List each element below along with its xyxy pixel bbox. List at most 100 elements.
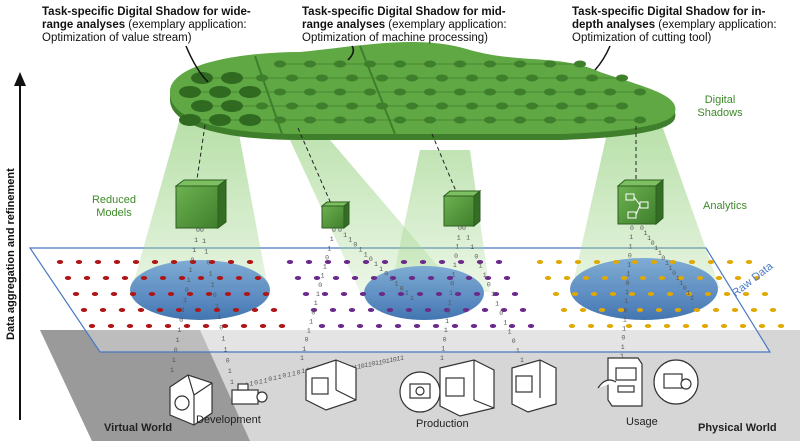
raw-data-point xyxy=(568,324,576,328)
raw-data-point xyxy=(688,260,696,264)
raw-data-point xyxy=(432,324,440,328)
binary-digit: 1 xyxy=(495,300,499,307)
binary-digit: 1 xyxy=(491,291,495,298)
raw-data-point xyxy=(650,260,658,264)
raw-data-point xyxy=(761,292,769,296)
raw-data-point xyxy=(83,276,91,280)
network-node xyxy=(239,86,261,98)
raw-data-point xyxy=(110,292,118,296)
binary-digit: 1 xyxy=(187,277,191,284)
binary-digit: 1 xyxy=(224,346,228,353)
binary-digit: 1 xyxy=(389,357,393,364)
raw-data-point xyxy=(370,276,378,280)
binary-digit: 1 xyxy=(665,260,669,267)
raw-data-point xyxy=(151,260,159,264)
raw-data-point xyxy=(644,324,652,328)
network-node xyxy=(304,116,316,124)
binary-digit: 1 xyxy=(644,230,648,237)
binary-digit: 0 xyxy=(630,225,634,232)
raw-data-point xyxy=(56,260,64,264)
binary-digit: 0 xyxy=(474,253,478,260)
binary-digit: 1 xyxy=(625,289,629,296)
virtual-world-label: Virtual World xyxy=(104,422,173,434)
raw-data-point xyxy=(362,260,370,264)
raw-data-point xyxy=(99,308,107,312)
binary-digit: 1 xyxy=(410,295,414,302)
raw-data-point xyxy=(685,292,693,296)
binary-digit: 0 xyxy=(206,260,210,267)
binary-digit: 1 xyxy=(457,234,461,241)
binary-digit: 1 xyxy=(300,355,304,362)
network-node xyxy=(526,74,538,82)
binary-digit: 1 xyxy=(204,249,208,256)
digital-shadows-label: Digital Shadows xyxy=(697,94,743,119)
network-node xyxy=(586,102,598,110)
network-node xyxy=(346,74,358,82)
raw-data-point xyxy=(240,324,248,328)
raw-data-point xyxy=(246,260,254,264)
binary-digit: 0 xyxy=(338,227,342,234)
network-node xyxy=(424,116,436,124)
binary-digit: 1 xyxy=(357,364,361,371)
raw-data-point xyxy=(132,260,140,264)
raw-data-point xyxy=(88,324,96,328)
raw-data-point xyxy=(102,276,110,280)
binary-digit: 1 xyxy=(348,237,352,244)
network-node xyxy=(604,116,616,124)
annotation-deep-title: Task-specific Digital Shadow for in-dept… xyxy=(572,6,766,31)
raw-data-point xyxy=(424,308,432,312)
network-node xyxy=(454,116,466,124)
raw-data-point xyxy=(527,324,535,328)
raw-data-point xyxy=(213,308,221,312)
binary-digit: 1 xyxy=(194,237,198,244)
raw-data-point xyxy=(511,292,519,296)
raw-data-point xyxy=(484,276,492,280)
binary-digit: 0 xyxy=(499,310,503,317)
binary-digit: 1 xyxy=(176,337,180,344)
raw-data-point xyxy=(601,276,609,280)
network-node xyxy=(364,88,376,96)
binary-digit: 1 xyxy=(264,377,268,384)
raw-data-point xyxy=(508,324,516,328)
network-node xyxy=(304,88,316,96)
raw-data-point xyxy=(259,324,267,328)
raw-data-point xyxy=(129,292,137,296)
binary-digit: 0 xyxy=(651,240,655,247)
raw-data-point xyxy=(476,260,484,264)
binary-digit: 1 xyxy=(364,251,368,258)
binary-digit: 1 xyxy=(249,381,253,388)
raw-data-point xyxy=(302,292,310,296)
raw-data-point xyxy=(609,292,617,296)
binary-digit: 1 xyxy=(516,348,520,355)
raw-data-point xyxy=(462,308,470,312)
raw-data-point xyxy=(590,292,598,296)
raw-data-point xyxy=(189,260,197,264)
binary-digit: 1 xyxy=(623,316,627,323)
raw-data-point xyxy=(625,324,633,328)
raw-data-point xyxy=(348,308,356,312)
binary-digit: 1 xyxy=(309,318,313,325)
raw-data-point xyxy=(394,324,402,328)
binary-digit: 1 xyxy=(520,357,524,364)
annotation-mid-desc: (exemplary application: Optimization of … xyxy=(302,19,507,44)
network-node xyxy=(454,60,466,68)
binary-digit: 0 xyxy=(382,359,386,366)
network-node xyxy=(454,88,466,96)
raw-data-point xyxy=(769,308,777,312)
binary-digit: 1 xyxy=(679,280,683,287)
raw-data-point xyxy=(356,324,364,328)
raw-data-point xyxy=(544,276,552,280)
binary-digit: 1 xyxy=(658,250,662,257)
binary-digit: 1 xyxy=(452,271,456,278)
raw-data-point xyxy=(470,324,478,328)
binary-digit: 1 xyxy=(375,360,379,367)
raw-data-point xyxy=(337,324,345,328)
annotation-wide-range: Task-specific Digital Shadow for wide-ra… xyxy=(42,6,262,45)
binary-digit: 0 xyxy=(626,280,630,287)
binary-digit: 1 xyxy=(330,236,334,243)
raw-data-point xyxy=(579,308,587,312)
raw-data-point xyxy=(454,292,462,296)
raw-data-point xyxy=(465,276,473,280)
binary-digit: 0 xyxy=(446,309,450,316)
binary-digit: 1 xyxy=(508,329,512,336)
